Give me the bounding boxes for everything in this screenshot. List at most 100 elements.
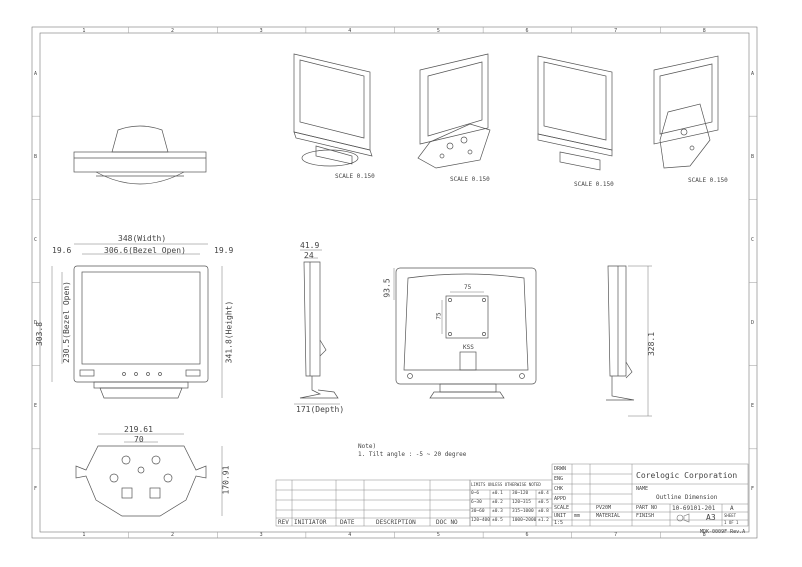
zone-col-label: 6 bbox=[525, 532, 529, 538]
iso-view-front-left bbox=[293, 53, 373, 167]
scale-label: SCALE bbox=[554, 505, 570, 511]
dim-vesa-v: 75 bbox=[435, 312, 443, 320]
iso-view-front-right bbox=[537, 55, 613, 171]
scale-value: 1:5 bbox=[554, 520, 564, 526]
tolerance-cell: 30~120 bbox=[512, 491, 529, 496]
zone-col-label: 8 bbox=[702, 532, 706, 538]
tolerance-cell: ±0.4 bbox=[538, 491, 549, 496]
tolerance-cell: ±0.3 bbox=[492, 509, 503, 514]
zone-row-label: E bbox=[751, 403, 755, 410]
rev-col-initiator: INITIATOR bbox=[294, 519, 327, 526]
dim-back-top-offset: 93.5 bbox=[382, 278, 392, 298]
dim-depth-inner: 24 bbox=[304, 251, 314, 260]
iso-scale-2: SCALE 0.150 bbox=[450, 176, 490, 183]
dim-bezel-open-height: 230.5(Bezel Open) bbox=[61, 281, 71, 363]
revision-table bbox=[275, 479, 471, 527]
iso-scale-1: SCALE 0.150 bbox=[335, 173, 375, 180]
rev-col-description: DESCRIPTION bbox=[376, 519, 416, 526]
tolerance-cell: 30~60 bbox=[471, 509, 485, 514]
right-dimension-lines bbox=[628, 265, 652, 417]
zone-row-label: B bbox=[34, 153, 38, 160]
zone-row-label: A bbox=[34, 70, 38, 77]
zone-row-label: F bbox=[751, 486, 755, 493]
iso-view-rear-right bbox=[417, 53, 491, 169]
tolerance-cell: 120~315 bbox=[512, 500, 531, 505]
iso-view-rear-left bbox=[653, 55, 719, 169]
side-view bbox=[299, 261, 339, 399]
sheet-label: SHEET bbox=[724, 513, 737, 518]
part-no-label: PART NO bbox=[636, 505, 658, 511]
dim-stand-height: 341.8(Height) bbox=[224, 300, 234, 364]
dim-base-inner: 70 bbox=[134, 435, 144, 444]
doc-number: MDK-0009F Rev.A bbox=[700, 529, 746, 535]
unit-label: UNIT bbox=[554, 513, 567, 519]
model: PV20M bbox=[596, 505, 612, 511]
zone-row-label: D bbox=[751, 320, 755, 327]
tolerance-cell: ±0.1 bbox=[492, 491, 503, 496]
drawing-name: Outline Dimension bbox=[656, 494, 718, 501]
base-dimension-lines bbox=[98, 433, 223, 516]
zone-col-label: 6 bbox=[525, 28, 529, 34]
right-side-view bbox=[606, 265, 635, 401]
tolerance-cell: ±0.8 bbox=[538, 509, 549, 514]
sign-label-chk: CHK bbox=[554, 486, 564, 492]
dim-base-depth: 170.91 bbox=[221, 465, 231, 495]
finish-label: FINISH bbox=[636, 513, 655, 519]
zone-col-label: 4 bbox=[348, 28, 352, 34]
tolerance-cell: ±0.2 bbox=[492, 500, 503, 505]
part-no: 10-69101-201 bbox=[672, 505, 716, 512]
tolerance-cell: 120~400 bbox=[471, 518, 490, 523]
dim-vesa-h: 75 bbox=[464, 284, 472, 291]
zone-col-label: 1 bbox=[82, 28, 86, 34]
tolerance-cell: 6~30 bbox=[471, 500, 482, 505]
name-label: NAME bbox=[636, 486, 649, 492]
unit-value: mm bbox=[574, 513, 581, 519]
dim-depth-top: 41.9 bbox=[300, 241, 320, 250]
zone-col-label: 7 bbox=[614, 532, 618, 538]
sheet-size: A3 bbox=[706, 513, 716, 522]
zone-row-label: A bbox=[751, 70, 755, 77]
dim-right-height: 328.1 bbox=[647, 331, 657, 357]
material-label: MATERIAL bbox=[596, 513, 621, 519]
iso-scale-3: SCALE 0.150 bbox=[574, 181, 614, 188]
top-view bbox=[73, 125, 207, 185]
title-block-frame bbox=[551, 463, 749, 527]
rev-col-date: DATE bbox=[340, 519, 355, 526]
zone-col-label: 3 bbox=[259, 532, 263, 538]
zone-row-label: C bbox=[751, 236, 755, 243]
notes-line1: 1. Tilt angle : -5 ~ 20 degree bbox=[358, 451, 467, 458]
tolerance-cell: ±1.2 bbox=[538, 518, 549, 523]
back-label: KSS bbox=[463, 344, 474, 351]
dim-overall-width: 348(Width) bbox=[118, 234, 167, 243]
tolerance-cell: 315~1000 bbox=[512, 509, 534, 514]
dim-overall-height: 303.8 bbox=[35, 321, 45, 347]
iso-scale-4: SCALE 0.150 bbox=[688, 177, 728, 184]
zone-col-label: 8 bbox=[702, 28, 706, 34]
zone-row-label: E bbox=[34, 403, 38, 410]
zone-col-label: 5 bbox=[436, 532, 440, 538]
tolerance-cell: 1000~2000 bbox=[512, 518, 537, 523]
zone-col-label: 4 bbox=[348, 532, 352, 538]
tolerance-cell: ±0.5 bbox=[492, 518, 503, 523]
base-bottom-view bbox=[75, 445, 207, 517]
back-view bbox=[395, 267, 537, 399]
dim-base-width: 219.61 bbox=[124, 425, 153, 434]
sign-label-appd: APPD bbox=[554, 496, 567, 502]
revision: A bbox=[730, 505, 734, 512]
zone-col-label: 3 bbox=[259, 28, 263, 34]
zone-row-label: F bbox=[34, 486, 38, 493]
rev-col-docno: DOC NO bbox=[436, 519, 458, 526]
tolerance-cell: 0~6 bbox=[471, 491, 480, 496]
dim-left-margin: 19.6 bbox=[52, 246, 72, 255]
zone-row-label: B bbox=[751, 153, 755, 160]
rev-col-rev: REV bbox=[278, 519, 289, 526]
projection-symbol-icon bbox=[676, 513, 690, 523]
zone-col-label: 1 bbox=[82, 532, 86, 538]
dim-stand-depth: 171(Depth) bbox=[296, 405, 345, 414]
dim-right-margin: 19.9 bbox=[214, 246, 234, 255]
zone-row-label: D bbox=[34, 320, 38, 327]
zone-col-label: 2 bbox=[170, 28, 174, 34]
front-dimension-lines bbox=[51, 243, 223, 398]
tolerance-cell: ±0.5 bbox=[538, 500, 549, 505]
